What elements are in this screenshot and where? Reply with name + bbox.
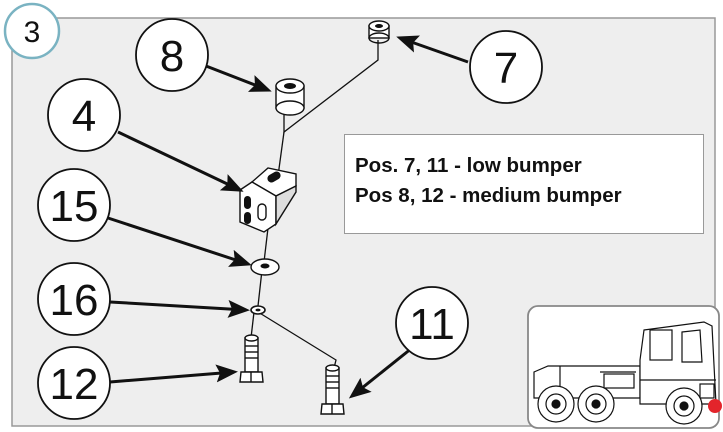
callout-label-11: 11	[409, 300, 455, 349]
part-lockwasher-16	[250, 305, 266, 315]
part-washer-15	[250, 258, 280, 276]
callout-12: 12	[37, 346, 111, 420]
arrow-15	[107, 216, 252, 267]
step-number: 3	[24, 16, 41, 49]
part-bolt-12	[239, 334, 264, 383]
truck-inset	[527, 305, 722, 429]
bumper-note-box: Pos. 7, 11 - low bumper Pos 8, 12 - medi…	[344, 134, 704, 234]
part-bracket-4	[239, 167, 297, 233]
callout-7: 7	[469, 30, 543, 104]
callout-label-15: 15	[50, 182, 99, 231]
callout-label-16: 16	[50, 276, 99, 325]
arrow-12	[109, 364, 238, 384]
callout-4: 4	[47, 78, 121, 152]
arrow-4	[117, 130, 244, 192]
step-badge: 3	[3, 2, 61, 60]
callout-8: 8	[135, 18, 209, 92]
callout-label-12: 12	[50, 360, 99, 409]
callout-label-8: 8	[160, 32, 184, 81]
note-line-low-bumper: Pos. 7, 11 - low bumper	[355, 154, 582, 177]
callout-11: 11	[395, 286, 469, 360]
arrow-7	[396, 35, 469, 64]
arrow-11	[348, 346, 413, 399]
truck-icon	[533, 321, 717, 425]
callout-15: 15	[37, 168, 111, 242]
note-line-medium-bumper: Pos 8, 12 - medium bumper	[355, 184, 622, 207]
callout-16: 16	[37, 262, 111, 336]
arrow-8	[205, 64, 272, 92]
part-bolt-11	[320, 364, 345, 415]
callout-arrows	[107, 35, 469, 399]
callout-label-7: 7	[494, 44, 518, 93]
callout-label-4: 4	[72, 92, 96, 141]
part-spacer-8	[275, 78, 305, 116]
part-nut-7	[368, 20, 390, 44]
arrow-16	[109, 299, 250, 318]
location-indicator-dot	[708, 399, 722, 413]
